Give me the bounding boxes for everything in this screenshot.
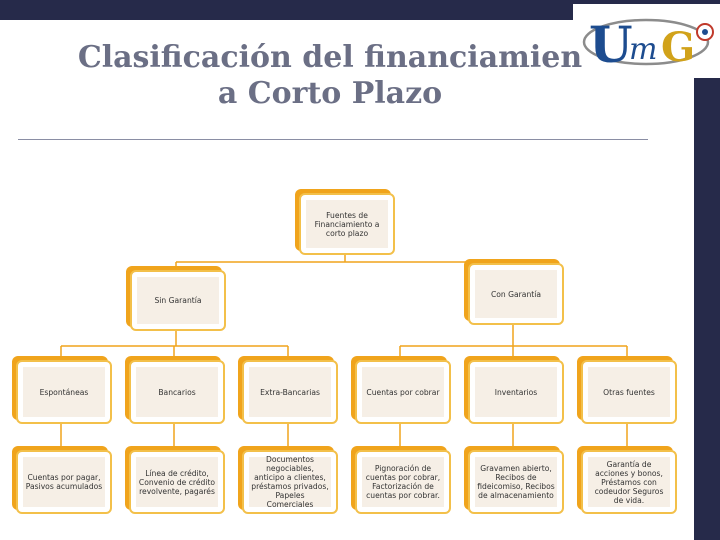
node-cuentas-por-cobrar-detail: Pignoración de cuentas por cobrar, Facto… — [351, 446, 451, 514]
node-inventarios: Inventarios — [464, 356, 564, 424]
root-node: Fuentes de Financiamiento a corto plazo — [295, 189, 395, 255]
node-espontaneas: Espontáneas — [12, 356, 112, 424]
root-node-label: Fuentes de Financiamiento a corto plazo — [306, 200, 388, 248]
node-cuentas-por-cobrar-detail-label: Pignoración de cuentas por cobrar, Facto… — [362, 457, 444, 507]
node-extra-bancarias-label: Extra-Bancarias — [249, 367, 331, 417]
node-inventarios-detail: Gravamen abierto, Recibos de fideicomiso… — [464, 446, 564, 514]
node-bancarios: Bancarios — [125, 356, 225, 424]
node-sin-garantia-label: Sin Garantía — [137, 277, 219, 324]
node-extra-bancarias-detail: Documentos negociables, anticipo a clien… — [238, 446, 338, 514]
umg-logo-icon: U m G — [582, 15, 714, 74]
node-espontaneas-detail: Cuentas por pagar, Pasivos acumulados — [12, 446, 112, 514]
node-inventarios-detail-label: Gravamen abierto, Recibos de fideicomiso… — [475, 457, 557, 507]
node-cuentas-por-cobrar-label: Cuentas por cobrar — [362, 367, 444, 417]
node-otras-fuentes-detail-label: Garantía de acciones y bonos, Préstamos … — [588, 457, 670, 507]
node-con-garantia: Con Garantía — [464, 259, 564, 325]
title-line-2: a Corto Plazo — [217, 76, 443, 111]
node-extra-bancarias: Extra-Bancarias — [238, 356, 338, 424]
title-line-1: Clasificación del financiamien — [77, 40, 583, 75]
node-cuentas-por-cobrar: Cuentas por cobrar — [351, 356, 451, 424]
node-espontaneas-detail-label: Cuentas por pagar, Pasivos acumulados — [23, 457, 105, 507]
node-extra-bancarias-detail-label: Documentos negociables, anticipo a clien… — [249, 455, 331, 509]
node-con-garantia-label: Con Garantía — [475, 270, 557, 318]
node-otras-fuentes-label: Otras fuentes — [588, 367, 670, 417]
side-band — [694, 78, 720, 540]
node-sin-garantia: Sin Garantía — [126, 266, 226, 331]
node-bancarios-detail: Línea de crédito, Convenio de crédito re… — [125, 446, 225, 514]
node-bancarios-label: Bancarios — [136, 367, 218, 417]
title-divider — [18, 139, 648, 140]
node-espontaneas-label: Espontáneas — [23, 367, 105, 417]
logo: U m G — [573, 4, 720, 78]
node-inventarios-label: Inventarios — [475, 367, 557, 417]
logo-u: U — [589, 15, 633, 74]
node-otras-fuentes-detail: Garantía de acciones y bonos, Préstamos … — [577, 446, 677, 514]
top-band — [0, 0, 720, 20]
node-bancarios-detail-label: Línea de crédito, Convenio de crédito re… — [136, 457, 218, 507]
logo-m: m — [629, 32, 657, 67]
logo-g: G — [661, 24, 695, 71]
page-title: Clasificación del financiamien a Corto P… — [20, 40, 640, 112]
node-otras-fuentes: Otras fuentes — [577, 356, 677, 424]
